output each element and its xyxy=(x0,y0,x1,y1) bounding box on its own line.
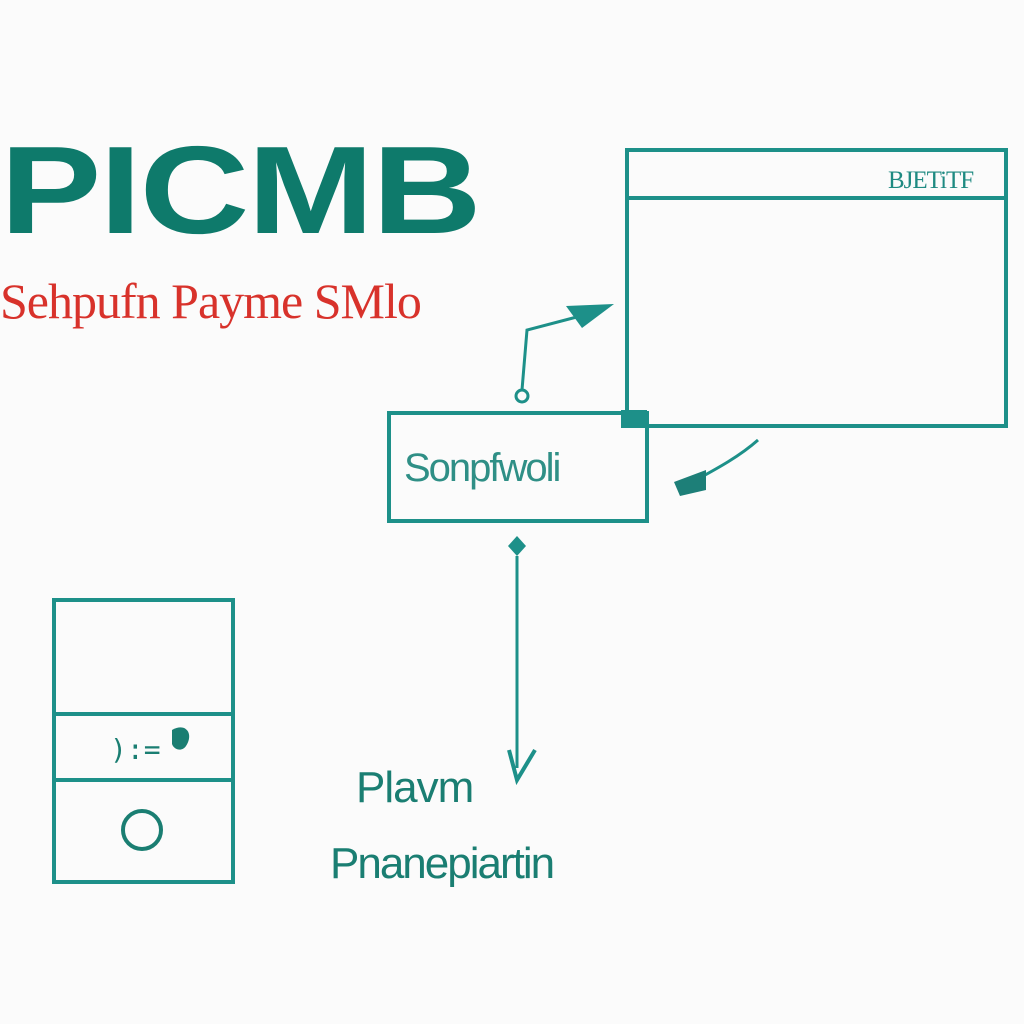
connector-return-arrowhead xyxy=(674,470,706,496)
label-first: Plavm xyxy=(356,763,474,812)
process-box-frame xyxy=(387,411,649,523)
process-box-corner-marker xyxy=(621,410,647,428)
label-second: Pnanepiartin xyxy=(330,839,555,888)
window-box xyxy=(625,148,1008,428)
window-box-title: BJETiTF xyxy=(888,167,974,194)
connector-down-arrow xyxy=(507,536,537,786)
connector-return-arrow xyxy=(674,438,759,496)
connector-up-path xyxy=(520,311,593,391)
stack-box-glyph-icon xyxy=(172,727,190,750)
stack-box-circle-icon xyxy=(121,809,163,851)
connector-up-arrow xyxy=(514,304,614,404)
connector-start-dot xyxy=(514,388,530,404)
diagram-title: PICMB xyxy=(0,120,482,261)
window-box-frame xyxy=(625,148,1008,428)
stack-box-frame xyxy=(52,598,235,884)
process-box xyxy=(387,410,649,523)
diagram-subtitle: Sehpufn Payme SMlo xyxy=(0,273,422,329)
connector-up-arrowhead xyxy=(566,304,614,328)
process-box-label: Sonpfwoli xyxy=(404,446,561,490)
stack-box xyxy=(52,598,235,884)
stack-box-middle-text: ):= xyxy=(110,733,161,766)
connector-down-start-diamond xyxy=(508,536,526,556)
connector-down-arrowhead xyxy=(507,748,537,786)
